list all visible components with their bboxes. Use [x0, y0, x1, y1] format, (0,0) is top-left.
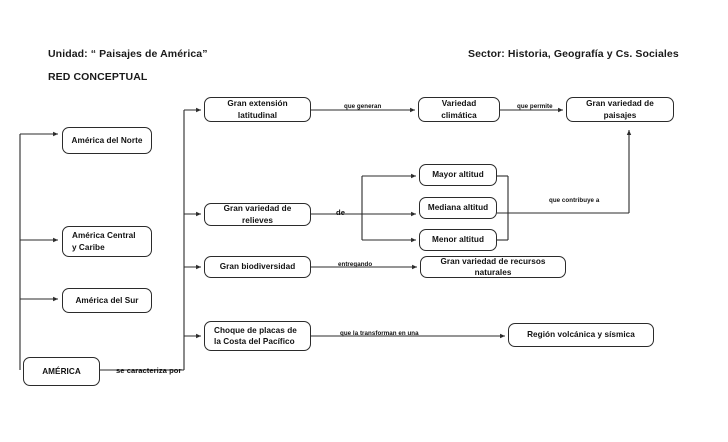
node-america-central-caribe[interactable]: América Central y Caribe: [62, 226, 152, 257]
node-gran-variedad-relieves-label: Gran variedad de relieves: [223, 204, 292, 225]
page-subtitle: RED CONCEPTUAL: [48, 71, 148, 83]
node-america-del-sur-label: América del Sur: [75, 295, 139, 305]
node-america-central-caribe-label: América Central y Caribe: [72, 231, 136, 252]
node-region-volcanica[interactable]: Región volcánica y sísmica: [508, 323, 654, 347]
node-america[interactable]: AMÉRICA: [23, 357, 100, 386]
node-gran-variedad-relieves[interactable]: Gran variedad de relieves: [204, 203, 311, 226]
node-america-label: AMÉRICA: [42, 366, 81, 376]
page-title-sector: Sector: Historia, Geografía y Cs. Social…: [468, 48, 679, 60]
node-gran-biodiversidad[interactable]: Gran biodiversidad: [204, 256, 311, 278]
edge-label-de: de: [336, 208, 345, 217]
node-choque-placas[interactable]: Choque de placas de la Costa del Pacífic…: [204, 321, 311, 351]
node-gran-variedad-paisajes[interactable]: Gran variedad de paisajes: [566, 97, 674, 122]
node-mediana-altitud[interactable]: Mediana altitud: [419, 197, 497, 219]
node-mayor-altitud[interactable]: Mayor altitud: [419, 164, 497, 186]
edge-label-que-generan: que generan: [344, 103, 382, 110]
node-america-del-sur[interactable]: América del Sur: [62, 288, 152, 313]
node-gran-extension-latitudinal[interactable]: Gran extensión latitudinal: [204, 97, 311, 122]
node-variedad-climatica[interactable]: Variedad climática: [418, 97, 500, 122]
page-title-unit: Unidad: “ Paisajes de América”: [48, 48, 208, 60]
node-mediana-altitud-label: Mediana altitud: [427, 203, 489, 213]
node-menor-altitud-label: Menor altitud: [431, 235, 485, 245]
node-variedad-climatica-label: Variedad climática: [441, 99, 477, 120]
node-america-del-norte[interactable]: América del Norte: [62, 127, 152, 154]
edge-label-se-caracteriza-por: se caracteriza por: [116, 366, 182, 375]
edge-label-que-permite: que permite: [517, 103, 553, 110]
node-gran-biodiversidad-label: Gran biodiversidad: [219, 262, 296, 272]
edge-label-entregando: entregando: [338, 261, 373, 268]
edge-label-que-contribuye-a: que contribuye a: [549, 197, 600, 204]
node-gran-variedad-recursos[interactable]: Gran variedad de recursos naturales: [420, 256, 566, 278]
node-gran-variedad-recursos-label: Gran variedad de recursos naturales: [440, 256, 546, 278]
node-menor-altitud[interactable]: Menor altitud: [419, 229, 497, 251]
node-region-volcanica-label: Región volcánica y sísmica: [527, 330, 635, 340]
node-gran-variedad-paisajes-label: Gran variedad de paisajes: [586, 99, 654, 120]
node-america-del-norte-label: América del Norte: [71, 135, 143, 145]
node-gran-extension-latitudinal-label: Gran extensión latitudinal: [227, 99, 288, 120]
node-choque-placas-label: Choque de placas de la Costa del Pacífic…: [214, 325, 297, 347]
edge-label-que-la-transforman: que la transforman en una: [340, 330, 419, 337]
node-mayor-altitud-label: Mayor altitud: [432, 170, 484, 180]
